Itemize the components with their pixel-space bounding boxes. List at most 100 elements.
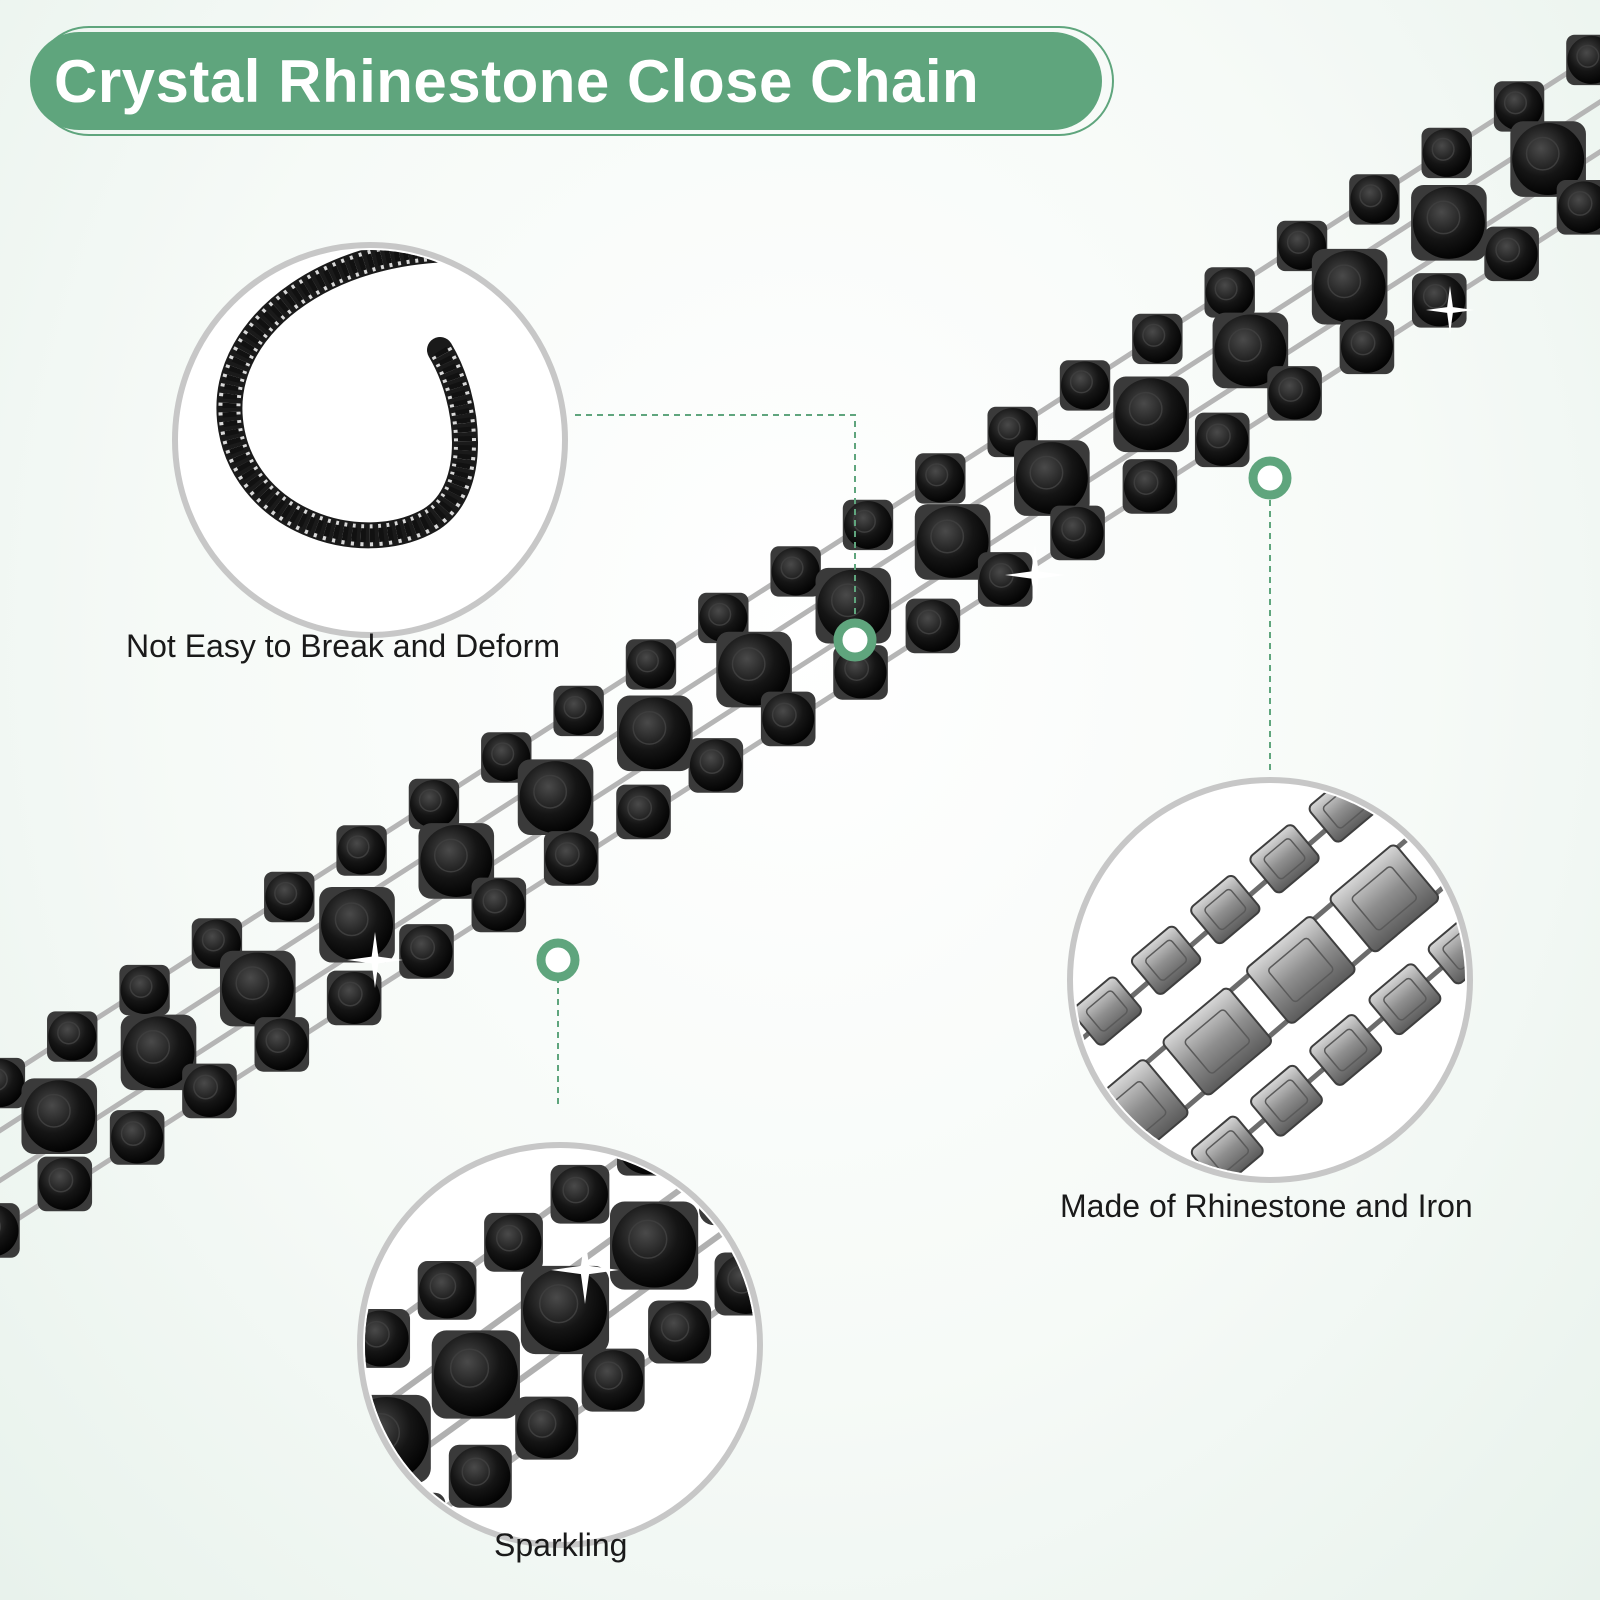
- title-banner: Crystal Rhinestone Close Chain: [30, 32, 1102, 130]
- iron-setting: [1368, 963, 1442, 1036]
- connector-durability: [575, 414, 856, 638]
- iron-setting: [1071, 1216, 1147, 1291]
- rhinestone: [319, 886, 395, 963]
- iron-setting: [1246, 916, 1356, 1024]
- rhinestone: [264, 871, 315, 923]
- rhinestone: [1212, 312, 1289, 389]
- rhinestone: [847, 1156, 910, 1219]
- rhinestone: [617, 695, 693, 772]
- rhinestone: [1194, 412, 1250, 468]
- chain-coil-icon: [216, 250, 493, 549]
- rhinestone: [842, 499, 894, 551]
- rhinestone: [648, 1300, 712, 1364]
- rhinestone: [484, 1212, 543, 1272]
- iron-setting: [1075, 1027, 1083, 1097]
- callout-dot-icon: [1248, 456, 1292, 500]
- rhinestone: [1510, 121, 1586, 197]
- iron-setting: [1545, 810, 1600, 885]
- rhinestone: [517, 759, 594, 835]
- rhinestone: [316, 1541, 379, 1600]
- rhinestone: [0, 1203, 20, 1258]
- iron-setting: [1130, 925, 1202, 995]
- rhinestone: [399, 924, 454, 979]
- rhinestone: [120, 1014, 197, 1091]
- rhinestone: [1122, 459, 1178, 514]
- title-banner-outline: [34, 26, 1114, 136]
- callout-dot-icon: [536, 938, 580, 982]
- rhinestone: [581, 1348, 645, 1412]
- rhinestone: [21, 1078, 98, 1154]
- rhinestone-chain-icon: [253, 1069, 910, 1600]
- rhinestone: [914, 504, 991, 580]
- rhinestone: [520, 1265, 610, 1355]
- rhinestone: [408, 778, 460, 830]
- caption-sparkle: Sparkling: [494, 1527, 628, 1563]
- rhinestone: [1204, 267, 1255, 318]
- rhinestone: [37, 1156, 93, 1212]
- rhinestone: [1267, 366, 1322, 421]
- iron-setting: [952, 1077, 1025, 1149]
- callout-dots: [536, 456, 1292, 982]
- rhinestone: [915, 453, 966, 504]
- rhinestone: [1059, 360, 1111, 411]
- detail-circle-coil: [172, 242, 568, 638]
- rhinestone: [431, 1330, 520, 1419]
- iron-setting: [1426, 670, 1499, 742]
- iron-setting: [1485, 860, 1561, 935]
- rhinestone: [1113, 376, 1189, 453]
- iron-setting: [1162, 987, 1272, 1096]
- rhinestone: [770, 546, 821, 597]
- rhinestone: [609, 1201, 699, 1290]
- rhinestone: [0, 1057, 26, 1109]
- sparkle-icon: [551, 1236, 619, 1304]
- rhinestone: [1050, 505, 1105, 561]
- rhinestone: [1556, 180, 1600, 235]
- rhinestone: [182, 1063, 237, 1119]
- rhinestone: [1411, 273, 1467, 328]
- rhinestone: [1421, 127, 1472, 179]
- rhinestone: [550, 1164, 610, 1224]
- rhinestone: [326, 970, 382, 1026]
- rhinestone: [47, 1011, 98, 1062]
- rhinestone: [119, 964, 170, 1016]
- rhinestone: [109, 1110, 165, 1165]
- rhinestone: [253, 1459, 341, 1547]
- sparkle-icon: [1005, 545, 1065, 605]
- rhinestone: [1014, 440, 1090, 516]
- rhinestone: [254, 1017, 310, 1072]
- iron-setting: [1367, 785, 1439, 792]
- rhinestone: [698, 592, 749, 644]
- iron-setting: [1249, 824, 1320, 894]
- rhinestone: [336, 825, 387, 876]
- sparkle-icon: [347, 932, 403, 988]
- iron-setting: [1075, 976, 1142, 1046]
- rhinestone: [625, 639, 677, 690]
- iron-setting: [1309, 1014, 1383, 1086]
- rhinestone: [219, 950, 296, 1027]
- rhinestone: [760, 691, 816, 747]
- rhinestone: [1566, 34, 1600, 86]
- rhinestone: [1132, 313, 1183, 365]
- main-chain: [0, 34, 1600, 1258]
- rhinestone: [788, 1073, 876, 1161]
- rhinestone: [815, 567, 892, 644]
- rhinestone: [553, 685, 604, 737]
- rhinestone: [688, 738, 744, 793]
- iron-setting: [1190, 874, 1261, 945]
- caption-material: Made of Rhinestone and Iron: [1060, 1188, 1473, 1224]
- rhinestone: [448, 1444, 512, 1508]
- rhinestone: [1493, 81, 1545, 132]
- sparkle-icon: [1426, 286, 1474, 334]
- caption-durability: Not Easy to Break and Deform: [126, 628, 560, 664]
- iron-setting: [1250, 1064, 1323, 1137]
- rhinestone: [683, 1069, 742, 1128]
- rhinestone: [515, 1396, 579, 1460]
- rhinestone: [616, 784, 671, 840]
- rhinestone: [1311, 248, 1388, 325]
- rhinestone: [543, 831, 599, 886]
- page-title: Crystal Rhinestone Close Chain: [54, 47, 980, 115]
- rhinestone: [285, 1357, 344, 1416]
- rhinestone: [1411, 185, 1487, 261]
- detail-circle-sparkle: [253, 1069, 910, 1600]
